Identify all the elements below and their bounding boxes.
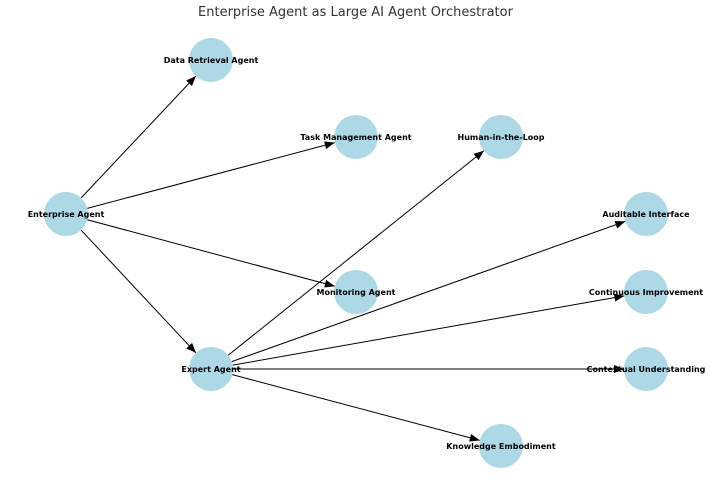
node-label-knowledge: Knowledge Embodiment	[446, 442, 556, 451]
node-data	[189, 38, 233, 82]
node-label-enterprise: Enterprise Agent	[28, 210, 105, 219]
edge-enterprise-to-expert	[80, 229, 197, 354]
node-enterprise	[44, 192, 88, 236]
node-task	[334, 115, 378, 159]
node-label-context: Contextual Understanding	[587, 365, 706, 374]
node-layer: Enterprise Agent Data Retrieval AgentTask…	[28, 38, 706, 468]
node-human	[479, 115, 523, 159]
edge-enterprise-to-monitor	[87, 219, 335, 288]
diagram-title: Enterprise Agent as Large AI Agent Orche…	[198, 5, 514, 20]
node-knowledge	[479, 424, 523, 468]
node-label-audit: Auditable Interface	[602, 210, 690, 219]
node-improve	[624, 270, 668, 314]
edge-expert-to-improve	[232, 293, 625, 366]
node-label-monitor: Monitoring Agent	[317, 288, 396, 297]
node-context	[624, 347, 668, 391]
node-label-improve: Continuous Improvement	[589, 288, 703, 297]
node-label-expert: Expert Agent	[181, 365, 240, 374]
edge-expert-to-human	[227, 150, 485, 356]
edge-enterprise-to-task	[87, 141, 335, 209]
node-label-task: Task Management Agent	[300, 133, 411, 142]
node-label-data: Data Retrieval Agent	[164, 56, 259, 65]
node-label-human: Human-in-the-Loop	[458, 133, 545, 142]
node-expert	[189, 347, 233, 391]
edge-enterprise-to-data	[80, 75, 197, 199]
node-monitor	[334, 270, 378, 314]
edge-expert-to-audit	[231, 220, 626, 363]
node-audit	[624, 192, 668, 236]
edge-layer	[80, 75, 626, 442]
edge-expert-to-knowledge	[232, 374, 480, 442]
